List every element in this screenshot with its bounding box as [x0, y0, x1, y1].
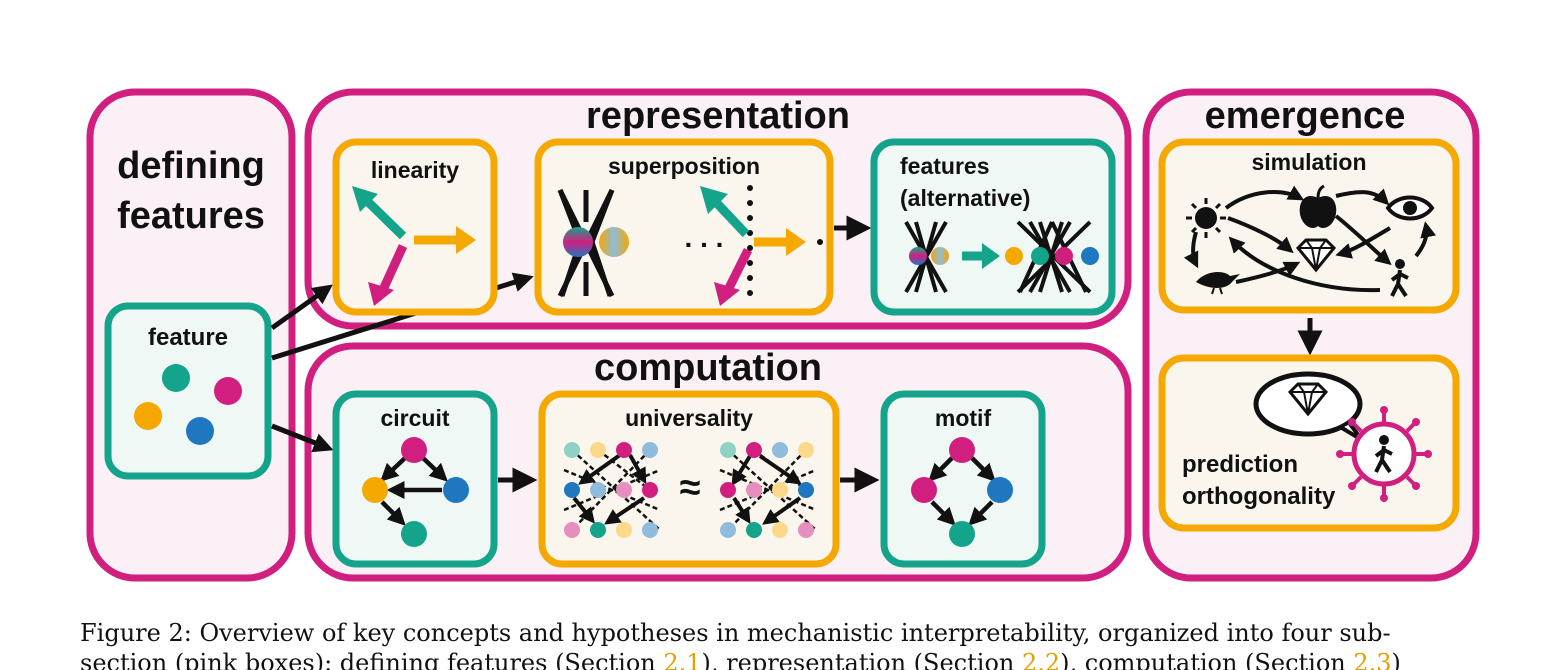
- sun-icon: [1186, 198, 1226, 238]
- caption-line-1: Figure 2: Overview of key concepts and h…: [80, 619, 1391, 647]
- circuit-box: circuit: [332, 390, 498, 568]
- circuit-node-orange: [362, 477, 388, 503]
- circuit-node-blue: [443, 477, 469, 503]
- circuit-node-teal: [401, 521, 427, 547]
- apple-icon: [1299, 184, 1337, 228]
- bird-icon: [1196, 272, 1240, 295]
- caption-line-2: section (pink boxes): defining features …: [80, 648, 1490, 670]
- linearity-box-label: linearity: [371, 157, 459, 183]
- person-icon: [1390, 259, 1409, 298]
- prediction-label: prediction: [1182, 451, 1298, 478]
- motif-node-right: [987, 477, 1013, 503]
- motif-node-bottom: [949, 521, 975, 547]
- section-title-features: features: [117, 195, 265, 237]
- superposition-ellipsis: . . .: [685, 222, 724, 253]
- section-title-emergence: emergence: [1205, 95, 1406, 137]
- universality-network-right: [719, 442, 817, 538]
- motif-node-left: [911, 477, 937, 503]
- universality-network-left: [563, 442, 661, 538]
- diamond-icon: [1295, 238, 1337, 273]
- circuit-node-magenta: [401, 437, 427, 463]
- features-alternative-box: features (alternative): [870, 138, 1116, 316]
- orthogonality-label: orthogonality: [1182, 483, 1336, 510]
- feature-dot-orange: [134, 402, 162, 430]
- universality-box-label: universality: [625, 405, 753, 431]
- superposition-box: superposition . . .: [534, 138, 834, 316]
- approx-symbol: ≈: [680, 467, 701, 509]
- feature-dot-blue: [186, 417, 214, 445]
- feature-box: feature: [104, 302, 272, 480]
- features-alt-label-line1: features: [900, 153, 989, 179]
- motif-node-top: [949, 437, 975, 463]
- section-title-computation: computation: [594, 347, 822, 389]
- eye-icon: [1385, 195, 1435, 221]
- feature-dot-magenta: [214, 377, 242, 405]
- universality-box: universality: [538, 390, 840, 568]
- superposition-box-label: superposition: [608, 153, 760, 179]
- concept-diagram: defining features representation computa…: [86, 88, 1480, 582]
- simulation-box: simulation: [1158, 138, 1460, 314]
- feature-dot-teal: [162, 364, 190, 392]
- arrow-feature-to-circuit: [271, 423, 334, 453]
- section-title-representation: representation: [586, 95, 850, 137]
- superposition-dotted-axis: [747, 185, 823, 296]
- motif-box-label: motif: [935, 405, 992, 431]
- superposition-mixed-neuron-a: [563, 227, 593, 257]
- speech-bubble-icon: [1253, 371, 1364, 442]
- prediction-box: prediction orthogonality: [1158, 354, 1460, 532]
- section-ref-2-2[interactable]: 2.2: [1021, 649, 1061, 670]
- superposition-mixed-neuron-b: [599, 227, 629, 257]
- linearity-box: linearity: [332, 138, 498, 316]
- motif-box: motif: [880, 390, 1046, 568]
- figure-caption: Figure 2: Overview of key concepts and h…: [80, 618, 1490, 670]
- section-ref-2-3[interactable]: 2.3: [1353, 649, 1392, 670]
- virus-icon: [1336, 406, 1432, 502]
- feature-box-label: feature: [148, 324, 228, 351]
- section-title-defining: defining: [117, 145, 265, 187]
- arrow-feature-to-linearity: [270, 284, 333, 331]
- simulation-box-label: simulation: [1251, 149, 1366, 175]
- circuit-box-label: circuit: [380, 405, 449, 431]
- features-alt-label-line2: (alternative): [900, 185, 1030, 211]
- section-ref-2-1[interactable]: 2.1: [663, 649, 702, 670]
